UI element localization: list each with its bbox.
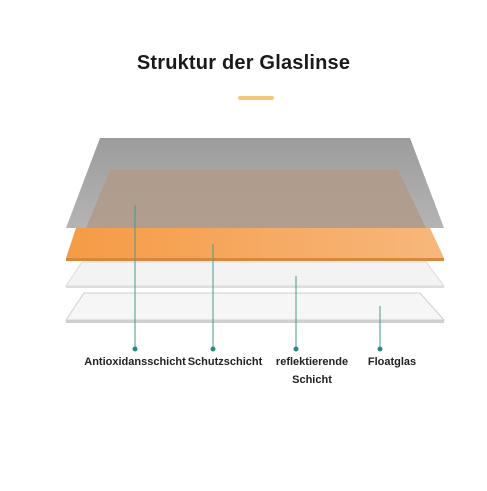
leader-lines xyxy=(134,205,381,349)
label-reflektierende-line2: Schicht xyxy=(292,374,332,386)
leader-dot-reflekt xyxy=(293,346,299,352)
reflective-layer xyxy=(65,261,445,288)
leader-dot-schutz xyxy=(210,346,216,352)
label-antioxidansschicht: Antioxidansschicht xyxy=(84,356,186,368)
diagram-title: Struktur der Glaslinse xyxy=(136,52,351,74)
protective-layer xyxy=(66,228,444,261)
label-reflektierende-schicht: reflektierende Schicht xyxy=(266,353,358,389)
label-floatglas: Floatglas xyxy=(367,356,417,368)
label-reflektierende-line1: reflektierende xyxy=(275,356,349,368)
leader-dot-float xyxy=(377,346,383,352)
float-glass-layer xyxy=(65,292,446,323)
label-schutzschicht: Schutzschicht xyxy=(187,356,263,368)
leader-dots xyxy=(132,346,383,352)
antioxidation-layer xyxy=(66,138,444,228)
title-underline xyxy=(238,96,274,100)
leader-dot-antioxid xyxy=(132,346,138,352)
